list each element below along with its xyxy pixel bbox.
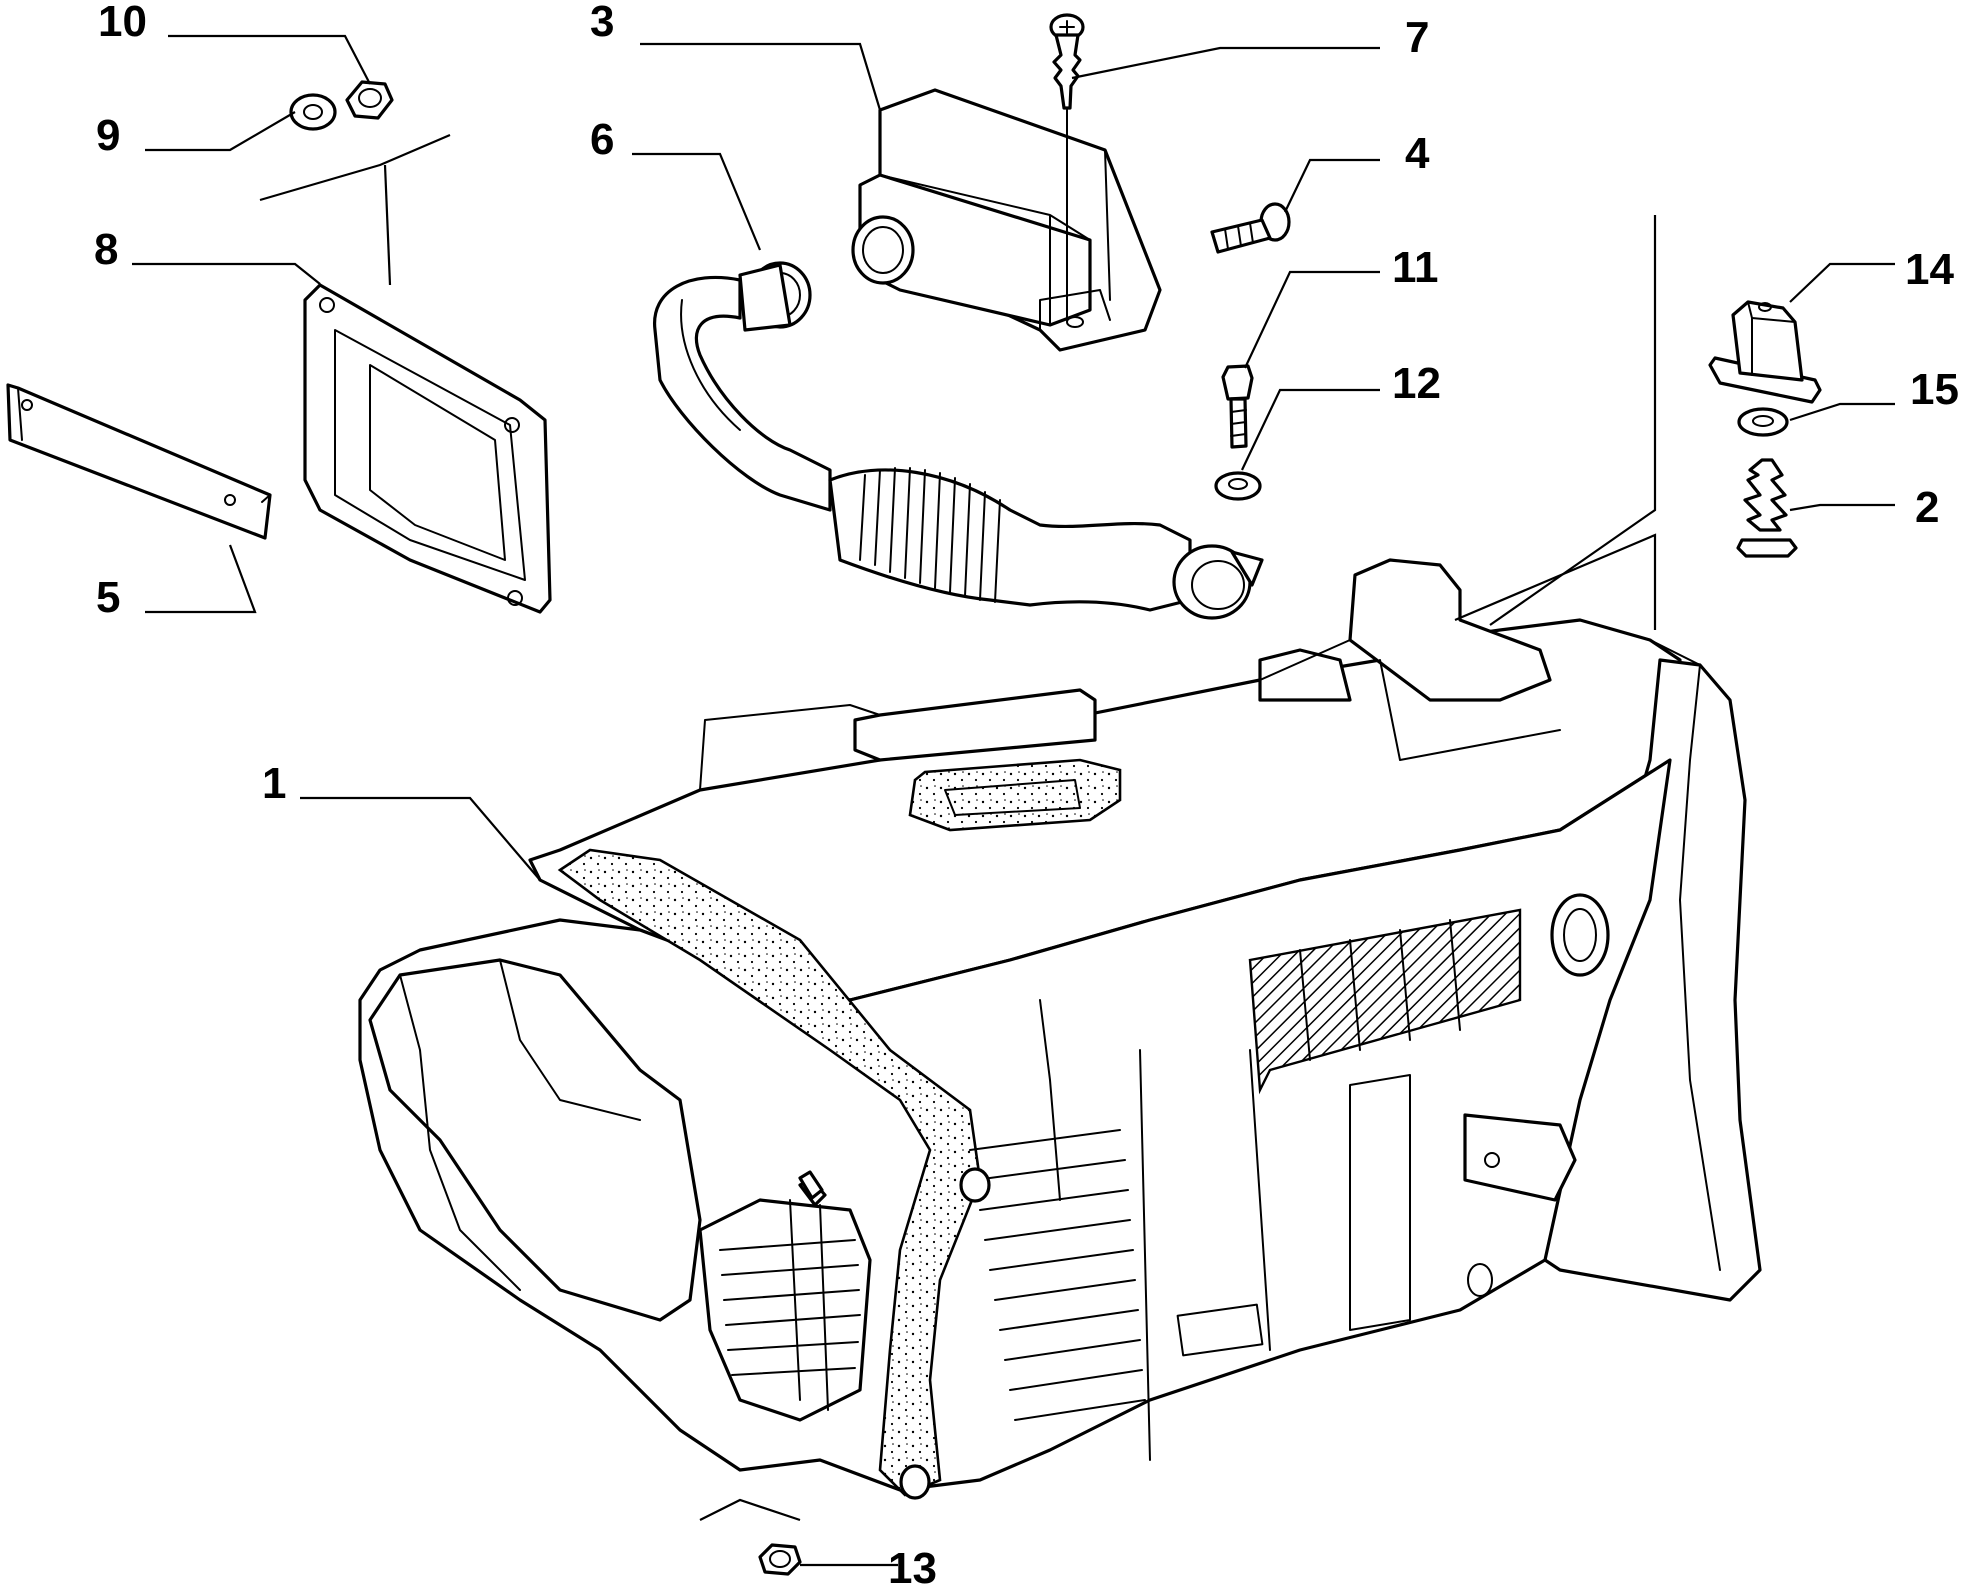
callout-5: 5	[96, 573, 120, 622]
callout-10: 10	[98, 0, 147, 46]
callout-14: 14	[1905, 245, 1954, 294]
washer-part-12	[1214, 471, 1262, 501]
callout-4: 4	[1405, 129, 1430, 178]
heater-body-part-1	[358, 558, 1762, 1500]
washer-part-15	[1737, 407, 1789, 437]
callout-9: 9	[96, 111, 120, 160]
nut-part-13	[758, 1543, 802, 1576]
bracket-part-3	[851, 88, 1162, 352]
callout-3: 3	[590, 0, 614, 46]
hose-part-6	[653, 261, 1264, 620]
washer-part-9	[289, 93, 337, 131]
callout-6: 6	[590, 115, 614, 164]
screw-part-7	[1049, 13, 1085, 321]
callout-15: 15	[1910, 365, 1959, 414]
callout-12: 12	[1392, 359, 1441, 408]
callout-11: 11	[1392, 243, 1439, 292]
callout-8: 8	[94, 225, 118, 274]
mounting-strip-part-5	[6, 383, 272, 540]
callout-labels: 10 9 8 5 3 7 6 4 11 12 14 15 2 1 13	[94, 0, 1959, 1587]
rubber-mount-part-14	[1708, 300, 1822, 404]
callout-7: 7	[1405, 13, 1429, 62]
callout-13: 13	[888, 1544, 937, 1587]
bolt-part-11	[1221, 364, 1254, 449]
bolt-part-4	[1210, 202, 1291, 254]
leader-lines	[132, 34, 1895, 1567]
gasket-frame-part-8	[303, 283, 552, 614]
callout-2: 2	[1915, 483, 1939, 532]
nut-part-10	[345, 80, 394, 120]
push-clip-part-2	[1736, 458, 1798, 558]
callout-1: 1	[262, 759, 286, 808]
